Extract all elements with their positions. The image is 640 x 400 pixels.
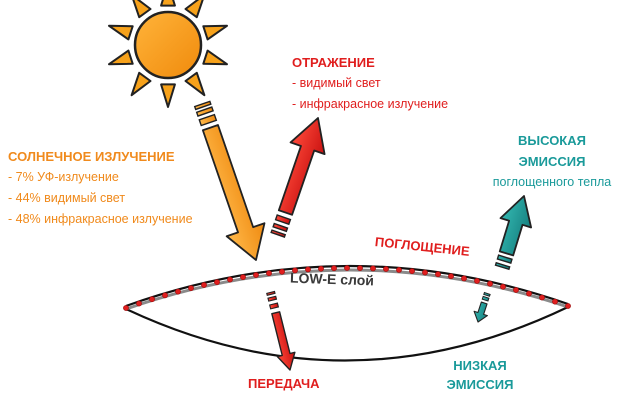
reflection-item-visible: - видимый свет: [292, 76, 381, 90]
low-emission-arrow: [473, 291, 491, 323]
low-emission-line1: НИЗКАЯ: [453, 358, 507, 373]
absorption-dot: [552, 298, 558, 305]
absorption-dot: [318, 265, 324, 272]
absorption-dot: [448, 273, 454, 280]
solar-radiation-label: СОЛНЕЧНОЕ ИЗЛУЧЕНИЕ - 7% УФ-излучение - …: [8, 146, 193, 230]
absorption-dot: [487, 280, 493, 287]
sun-ray: [108, 49, 134, 66]
absorption-dot: [292, 267, 298, 274]
absorption-dot: [383, 266, 389, 272]
absorption-dot: [253, 272, 259, 278]
absorption-dot: [435, 271, 441, 278]
absorption-dot: [331, 265, 337, 272]
reflection-arrow: [270, 117, 326, 238]
high-emission-line3: поглощенного тепла: [492, 175, 612, 189]
sun-ray: [202, 24, 228, 41]
high-emission-line2: ЭМИССИЯ: [518, 154, 586, 169]
absorption-dot: [344, 265, 350, 271]
absorption-dot: [500, 283, 506, 290]
high-emission-line1: ВЫСОКАЯ: [518, 133, 586, 148]
transmission-label: ПЕРЕДАЧА: [248, 376, 320, 391]
absorption-dot: [409, 268, 415, 274]
low-emission-line2: ЭМИССИЯ: [446, 377, 514, 392]
solar-radiation-title: СОЛНЕЧНОЕ ИЗЛУЧЕНИЕ: [8, 149, 175, 164]
sun-ray: [130, 71, 152, 97]
absorption-dot: [539, 294, 545, 301]
sun-ray: [160, 0, 176, 7]
glass-bottom-curve: [125, 306, 569, 362]
absorption-dot: [422, 269, 428, 276]
absorption-dot: [305, 266, 311, 273]
reflection-item-infrared: - инфракрасное излучение: [292, 97, 449, 111]
absorption-dot: [240, 274, 246, 280]
sun-ray: [160, 83, 176, 108]
sun-icon: [108, 0, 228, 108]
reflection-title: ОТРАЖЕНИЕ: [292, 55, 375, 70]
absorption-dot: [175, 288, 181, 295]
absorption-dot: [188, 285, 194, 291]
solar-radiation-arrow: [193, 100, 266, 261]
sun-ray: [184, 0, 204, 19]
sun-ray: [132, 0, 152, 19]
reflection-label: ОТРАЖЕНИЕ - видимый свет - инфракрасное …: [292, 52, 448, 115]
absorption-dot: [162, 292, 168, 299]
absorption-dot: [214, 279, 220, 285]
transmission-arrow: [266, 290, 296, 371]
low-e-layer-label: LOW-E слой: [289, 269, 375, 289]
absorption-dot: [474, 277, 480, 284]
absorption-dot: [123, 305, 129, 311]
high-emission-label: ВЫСОКАЯ ЭМИССИЯ поглощенного тепла: [486, 130, 618, 193]
absorption-dot: [357, 265, 363, 271]
absorption-dot: [565, 303, 571, 309]
glass-pane: [123, 264, 571, 362]
sun-ray: [184, 71, 206, 97]
absorption-dot: [370, 265, 376, 272]
absorption-dot: [279, 268, 285, 275]
solar-item-visible: - 44% видимый свет: [8, 191, 126, 205]
solar-item-uv: - 7% УФ-излучение: [8, 170, 119, 184]
absorption-dot: [227, 276, 233, 283]
absorption-dots: [123, 265, 571, 311]
sun-ray: [108, 24, 134, 41]
absorption-dot: [461, 275, 467, 282]
absorption-dot: [149, 296, 155, 303]
absorption-dot: [513, 287, 519, 293]
solar-item-infrared: - 48% инфракрасное излучение: [8, 212, 193, 226]
high-emission-arrow: [494, 195, 533, 271]
absorption-dot: [396, 266, 402, 273]
low-emission-label: НИЗКАЯ ЭМИССИЯ: [440, 356, 520, 394]
absorption-dot: [201, 282, 207, 288]
absorption-dot: [266, 270, 272, 277]
sun-ray: [202, 49, 228, 66]
absorption-dot: [136, 300, 142, 307]
absorption-dot: [526, 290, 532, 297]
